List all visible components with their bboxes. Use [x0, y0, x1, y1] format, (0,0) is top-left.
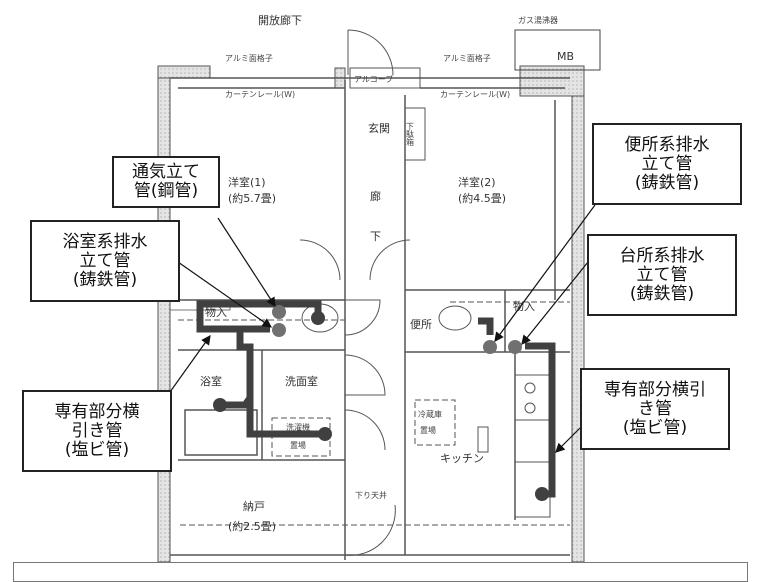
curtain-left-label: カーテンレール(W): [225, 90, 295, 99]
pipe-end-dot: [535, 487, 549, 501]
kitchen-drain-riser: [508, 340, 522, 354]
mb-label: MB: [557, 50, 574, 63]
callout-line: (塩ビ管): [64, 439, 130, 460]
callout-line: 専有部分横: [54, 401, 140, 422]
callout-line: (鋳鉄管): [72, 269, 138, 290]
room2-label: 洋室(2): [458, 175, 496, 189]
callout-line: (塩ビ管): [622, 417, 688, 438]
fridge-label-1: 冷蔵庫: [418, 409, 442, 419]
gas-heater-label: ガス湯沸器: [518, 15, 558, 25]
callout-line: 浴室系排水: [62, 231, 148, 252]
pipe-end-dot: [318, 427, 332, 441]
room2-size: (約4.5畳): [458, 191, 506, 205]
pipe-end-dot: [311, 311, 325, 325]
kitchen-label: キッチン: [440, 452, 484, 465]
curtain-right-label: カーテンレール(W): [440, 90, 510, 99]
hall-label-1: 廊: [370, 189, 381, 203]
callout-line: 専有部分横引: [604, 379, 706, 400]
alcove-label: アルコーブ: [354, 74, 393, 84]
corridor-label: 開放廊下: [258, 13, 302, 27]
callout-bath-drain: 浴室系排水 立て管 (鋳鉄管): [30, 220, 180, 302]
horizontal-pipes: [196, 300, 556, 498]
storage-label: 納戸: [243, 500, 265, 513]
room1-size: (約5.7畳): [228, 191, 276, 205]
toilet-drain-riser: [483, 340, 497, 354]
hall-label-2: 下: [370, 230, 381, 243]
callout-line: 引き管: [71, 420, 123, 441]
room1-label: 洋室(1): [228, 175, 266, 189]
washer-label-1: 洗濯機: [286, 422, 310, 432]
callout-line: (鋳鉄管): [634, 172, 700, 193]
fridge-label-2: 置場: [420, 425, 436, 435]
interior-walls: [169, 67, 570, 560]
grille-right-label: アルミ面格子: [443, 53, 491, 63]
callout-vent-pipe: 通気立て 管(鋼管): [112, 156, 220, 208]
shoe-box-label: 下駄箱: [406, 122, 415, 147]
vent-riser: [272, 305, 286, 319]
callout-private-pipe-right: 専有部分横引 き管 (塩ビ管): [580, 368, 730, 450]
callout-line: 立て管: [636, 264, 688, 285]
callout-line: 通気立て: [132, 162, 200, 182]
toilet-label: 便所: [410, 318, 432, 331]
entrance-label: 玄関: [368, 121, 390, 135]
grille-left-label: アルミ面格子: [225, 53, 273, 63]
callout-line: 管(鋼管): [133, 181, 199, 201]
callout-toilet-drain: 便所系排水 立て管 (鋳鉄管): [592, 123, 742, 205]
bath-drain-riser: [272, 323, 286, 337]
caption-box: [13, 562, 748, 582]
callout-line: 立て管: [641, 153, 693, 174]
lowered-ceiling-label: 下り天井: [355, 490, 387, 500]
washroom-label: 洗面室: [285, 374, 318, 388]
callout-line: 立て管: [79, 250, 131, 271]
pipe-end-dot: [213, 398, 227, 412]
bath-label: 浴室: [200, 374, 222, 388]
callout-kitchen-drain: 台所系排水 立て管 (鋳鉄管): [587, 234, 737, 316]
callout-private-pipe-left: 専有部分横 引き管 (塩ビ管): [22, 390, 172, 472]
callout-line: 便所系排水: [624, 134, 710, 155]
door-swings: [299, 29, 536, 556]
mb-box: [514, 29, 601, 71]
storage-size: (約2.5畳): [228, 519, 276, 533]
callout-line: 台所系排水: [619, 245, 705, 266]
callout-arrows: [169, 204, 596, 453]
callout-line: (鋳鉄管): [629, 283, 695, 304]
callout-line: き管: [638, 398, 672, 419]
closet-left-label: 物入: [205, 305, 227, 319]
washer-label-2: 置場: [290, 440, 306, 450]
